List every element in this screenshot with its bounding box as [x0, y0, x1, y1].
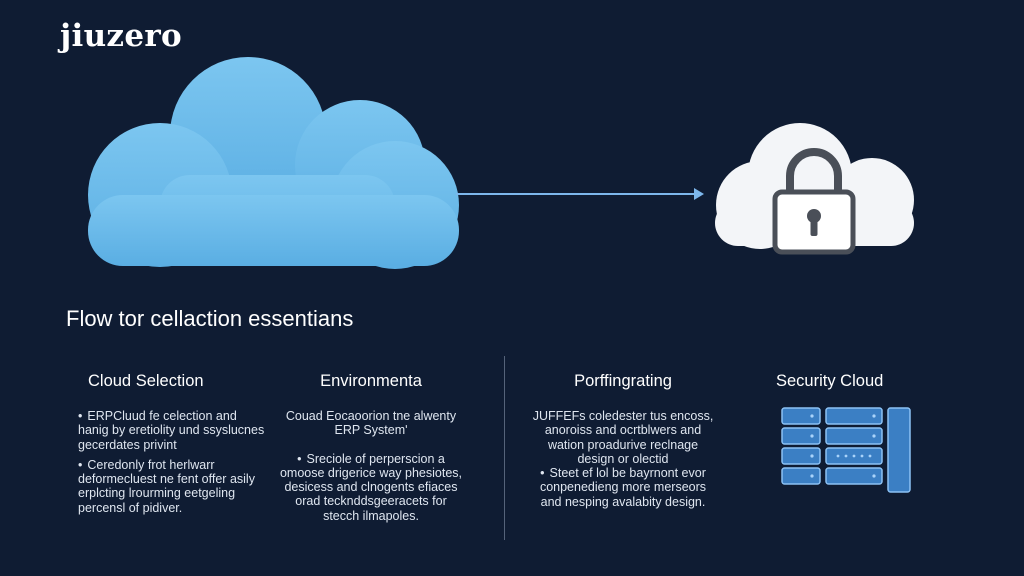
arrow-right-icon	[456, 188, 704, 200]
column-paragraph: Steet ef lol be bayrnont evor conpenedie…	[528, 466, 718, 509]
column-performance: Porffingrating JUFFEFs coledester tus en…	[528, 372, 718, 515]
column-paragraph: JUFFEFs coledester tus encoss, anoroiss …	[532, 409, 714, 466]
column-title: Security Cloud	[776, 372, 884, 390]
column-divider	[504, 356, 505, 540]
column-title: Cloud Selection	[88, 372, 204, 390]
secure-cloud-icon	[715, 123, 914, 255]
column-environment: Environmenta Couad Eocaoorion tne alwent…	[276, 372, 466, 529]
column-title: Porffingrating	[574, 372, 672, 390]
column-cloud-selection: Cloud Selection ERPCluud fe celection an…	[78, 372, 268, 521]
server-rack-icon	[781, 407, 911, 493]
column-paragraph: Ceredonly frot herlwarr deformecluest ne…	[78, 458, 268, 515]
column-title: Environmenta	[320, 372, 422, 390]
column-paragraph: Sreciole of perperscion a omoose drigeri…	[276, 452, 466, 523]
section-heading: Flow tor cellaction essentians	[66, 306, 354, 331]
padlock-icon	[772, 148, 856, 255]
column-paragraph: Couad Eocaoorion tne alwenty ERP Systemʹ	[285, 409, 457, 438]
cloud-icon	[88, 57, 459, 269]
column-paragraph: ERPCluud fe celection and hanig by ereti…	[78, 409, 268, 452]
brand-logo: jiuzero	[60, 18, 182, 54]
column-security-cloud: Security Cloud	[776, 372, 916, 409]
cloud-migration-diagram	[88, 57, 914, 269]
